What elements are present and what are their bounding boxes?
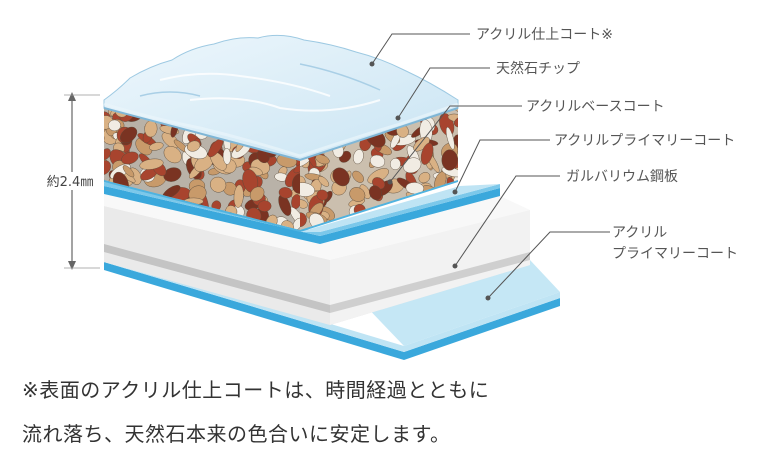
leader-primer-lower — [487, 231, 610, 299]
layer-top-coat — [103, 34, 459, 162]
label-galvalume-steel-sheet: ガルバリウム鋼板 — [566, 169, 678, 185]
leader-base-coat — [389, 105, 522, 183]
layer-base-coat — [104, 176, 458, 232]
layer-steel-sheet — [104, 194, 530, 325]
stone-chip-side — [300, 212, 307, 228]
leader-stone-chip — [397, 67, 490, 119]
stone-chip-side — [445, 126, 455, 150]
stone-chip-front — [257, 200, 272, 212]
stone-chip-side — [450, 108, 458, 114]
leader-lines — [369, 33, 610, 301]
layer-stone-chip-side — [300, 108, 458, 230]
stone-chip-front — [120, 126, 138, 144]
thickness-label: 約2.4㎜ — [47, 175, 94, 190]
stone-chip-side — [300, 199, 308, 209]
stone-chip-front — [104, 160, 111, 176]
stone-chip-side — [402, 157, 422, 174]
stone-chip-side — [441, 149, 458, 171]
stone-chip-side — [318, 176, 330, 187]
stone-chip-side — [352, 170, 364, 183]
stone-chip-front — [108, 119, 121, 132]
label-acrylic-base-coat: アクリルベースコート — [526, 99, 665, 115]
stone-chip-side — [315, 154, 330, 165]
stone-chip-front — [291, 173, 300, 194]
stone-chip-front — [249, 186, 265, 202]
stone-chip-side — [332, 167, 350, 187]
stone-chip-side — [420, 142, 434, 165]
stone-chip-front — [233, 184, 244, 208]
stone-chip-front — [149, 142, 164, 151]
stone-chip-side — [316, 189, 329, 201]
stone-chip-side — [389, 158, 401, 170]
leader-steel-sheet — [454, 175, 560, 267]
label-acrylic-primer-coat-lower-line2: プライマリーコート — [612, 246, 738, 262]
stone-chip-side — [353, 149, 364, 165]
stone-chip-side — [453, 115, 458, 128]
thickness-dimension: 約2.4㎜ — [38, 92, 102, 270]
layer-labels: アクリル仕上コート※ 天然石チップ アクリルベースコート アクリルプライマリーコ… — [476, 27, 738, 262]
leader-top-coat — [371, 33, 470, 65]
layer-bottom-primer — [104, 256, 560, 360]
stone-chip-front — [163, 146, 182, 164]
stone-chip-side — [349, 187, 366, 202]
stone-chip-front — [278, 187, 293, 199]
stone-chip-side — [300, 182, 315, 197]
label-natural-stone-chip: 天然石チップ — [496, 60, 580, 77]
footnote-line-1: ※表面のアクリル仕上コートは、時間経過とともに — [22, 378, 490, 402]
stone-chip-side — [369, 185, 382, 201]
label-acrylic-primer-coat-lower-line1: アクリル — [612, 225, 667, 241]
stone-chip-side — [418, 172, 431, 184]
leader-primer-upper — [454, 139, 550, 193]
stone-chip-front — [222, 148, 232, 165]
stone-chip-front — [163, 167, 182, 182]
stone-chip-front — [186, 140, 201, 152]
stone-chip-front — [121, 151, 139, 165]
stone-chip-front — [122, 165, 135, 178]
stone-chip-side — [369, 154, 386, 168]
footnote-line-2: 流れ落ち、天然石本来の色合いに安定します。 — [22, 422, 451, 446]
label-acrylic-primer-coat-upper: アクリルプライマリーコート — [554, 133, 735, 149]
stone-chip-front — [104, 148, 111, 160]
stone-chip-front — [139, 158, 164, 170]
stone-chip-front — [209, 176, 227, 193]
stone-chip-front — [293, 164, 300, 174]
label-acrylic-top-coat: アクリル仕上コート※ — [476, 27, 613, 43]
layer-upper-primer — [104, 182, 500, 244]
